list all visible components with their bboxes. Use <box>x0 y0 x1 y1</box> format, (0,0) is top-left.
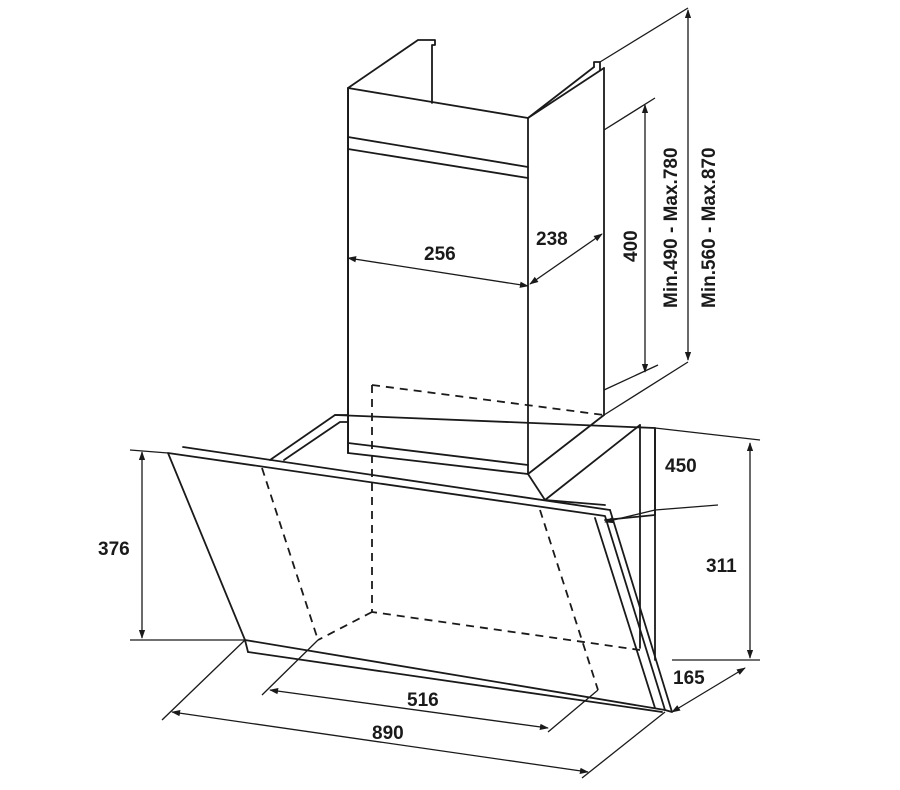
label-bottom-depth: 165 <box>673 668 705 689</box>
label-chimney-range-inner: Min.490 - Max.780 <box>661 147 682 308</box>
label-hood-back-height: 311 <box>706 556 737 577</box>
label-chimney-section-height: 400 <box>621 230 642 262</box>
dimension-lines <box>129 7 761 779</box>
chimney <box>347 39 605 475</box>
label-chimney-range-outer: Min.560 - Max.870 <box>699 147 720 308</box>
label-total-width: 890 <box>372 723 404 744</box>
dimension-labels: 256 238 400 Min.490 - Max.780 Min.560 - … <box>98 147 737 744</box>
label-hood-depth: 450 <box>665 456 697 477</box>
label-chimney-depth: 238 <box>536 229 568 250</box>
label-inner-width: 516 <box>407 690 439 711</box>
hood-body <box>167 384 673 713</box>
label-chimney-width: 256 <box>424 244 456 265</box>
label-hood-front-height: 376 <box>98 539 130 560</box>
